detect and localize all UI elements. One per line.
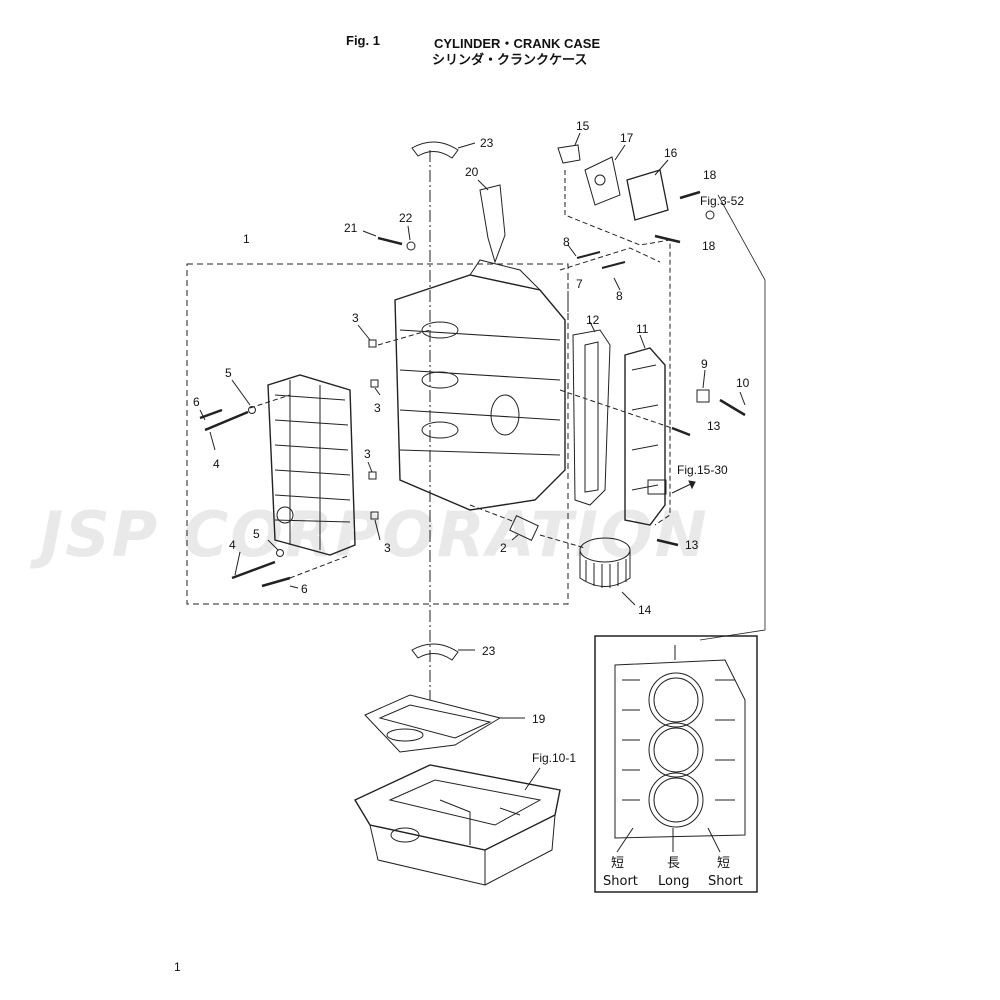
gasket-17 xyxy=(584,156,621,206)
bolt-18-upper xyxy=(679,190,701,200)
cylinder-head-detail xyxy=(614,645,746,839)
cover-11 xyxy=(624,347,667,526)
callout-12: 12 xyxy=(586,313,600,327)
callout-18: 18 xyxy=(703,168,717,182)
callout-8: 8 xyxy=(616,289,623,303)
detail-label-jp: 長 xyxy=(667,856,680,871)
callout-5: 5 xyxy=(225,366,232,380)
thrust-washer-top xyxy=(411,141,459,159)
detail-label-jp: 短 xyxy=(611,856,624,871)
detail-label-jp: 短 xyxy=(717,856,730,871)
callout-19: 19 xyxy=(532,712,546,726)
figure-ref[interactable]: Fig.3-52 xyxy=(700,194,744,208)
callout-22: 22 xyxy=(399,211,413,225)
diagram-title-jp: シリンダ・クランクケース xyxy=(432,53,588,68)
diagram-title: CYLINDER・CRANK CASE xyxy=(434,36,601,51)
bracket xyxy=(479,184,506,264)
callout-8: 8 xyxy=(563,235,570,249)
callout-5: 5 xyxy=(253,527,260,541)
callout-13: 13 xyxy=(707,419,721,433)
figure-ref[interactable]: Fig.10-1 xyxy=(532,751,576,765)
bolt-18-lower xyxy=(654,234,681,244)
figure-label: Fig. 1 xyxy=(346,33,380,48)
callout-9: 9 xyxy=(701,357,708,371)
callout-6: 6 xyxy=(193,395,200,409)
crankcase-half xyxy=(267,374,356,556)
dowel-pin xyxy=(370,379,379,388)
callout-15: 15 xyxy=(576,119,590,133)
dowel-pin xyxy=(370,511,379,520)
fitting xyxy=(509,515,539,541)
callout-23: 23 xyxy=(480,136,494,150)
callout-3: 3 xyxy=(352,311,359,325)
dowel-pin xyxy=(368,471,377,480)
callout-2: 2 xyxy=(500,541,507,555)
bolt-6-lower xyxy=(261,576,291,588)
callout-3: 3 xyxy=(384,541,391,555)
callout-18: 18 xyxy=(702,239,716,253)
callout-6: 6 xyxy=(301,582,308,596)
callout-3: 3 xyxy=(364,447,371,461)
callout-20: 20 xyxy=(465,165,479,179)
detail-label-en: Short xyxy=(603,874,638,889)
callout-11: 11 xyxy=(636,322,649,336)
dowel-pin xyxy=(368,339,377,348)
bolt-10 xyxy=(719,398,746,417)
part-15 xyxy=(557,144,581,164)
bolt-13-upper xyxy=(671,426,691,437)
callout-16: 16 xyxy=(664,146,678,160)
bolt-21 xyxy=(377,236,403,246)
assembly-group-frame xyxy=(186,263,569,605)
callout-4: 4 xyxy=(229,538,236,552)
callout-23: 23 xyxy=(482,644,496,658)
bolt-4-upper xyxy=(204,410,249,432)
detail-inset xyxy=(594,635,758,893)
page-number: 1 xyxy=(174,960,181,974)
figure-ref[interactable]: Fig.15-30 xyxy=(677,463,728,477)
washer-5-upper xyxy=(248,406,256,414)
callout-4: 4 xyxy=(213,457,220,471)
oil-filter xyxy=(579,537,631,588)
washer-22 xyxy=(406,241,416,251)
cylinder-block xyxy=(394,259,566,511)
callout-10: 10 xyxy=(736,376,750,390)
callout-17: 17 xyxy=(620,131,634,145)
callout-21: 21 xyxy=(344,221,358,235)
thrust-washer-bottom xyxy=(411,643,459,661)
callout-7: 7 xyxy=(576,277,583,291)
bolt-13-lower xyxy=(656,538,679,547)
gasket-plate-19 xyxy=(364,694,502,753)
callout-14: 14 xyxy=(638,603,652,617)
callout-13: 13 xyxy=(685,538,699,552)
sensor xyxy=(705,210,715,220)
watermark: JSP CORPORATION xyxy=(40,498,709,571)
gasket-12 xyxy=(572,329,611,506)
bolt-4-lower xyxy=(231,560,276,580)
callout-1: 1 xyxy=(243,232,250,246)
washer-5-lower xyxy=(276,549,284,557)
part-9 xyxy=(696,389,710,403)
detail-label-en: Long xyxy=(658,874,689,889)
oil-pan xyxy=(354,764,561,886)
cover-16 xyxy=(626,169,669,221)
callout-3: 3 xyxy=(374,401,381,415)
detail-label-en: Short xyxy=(708,874,743,889)
